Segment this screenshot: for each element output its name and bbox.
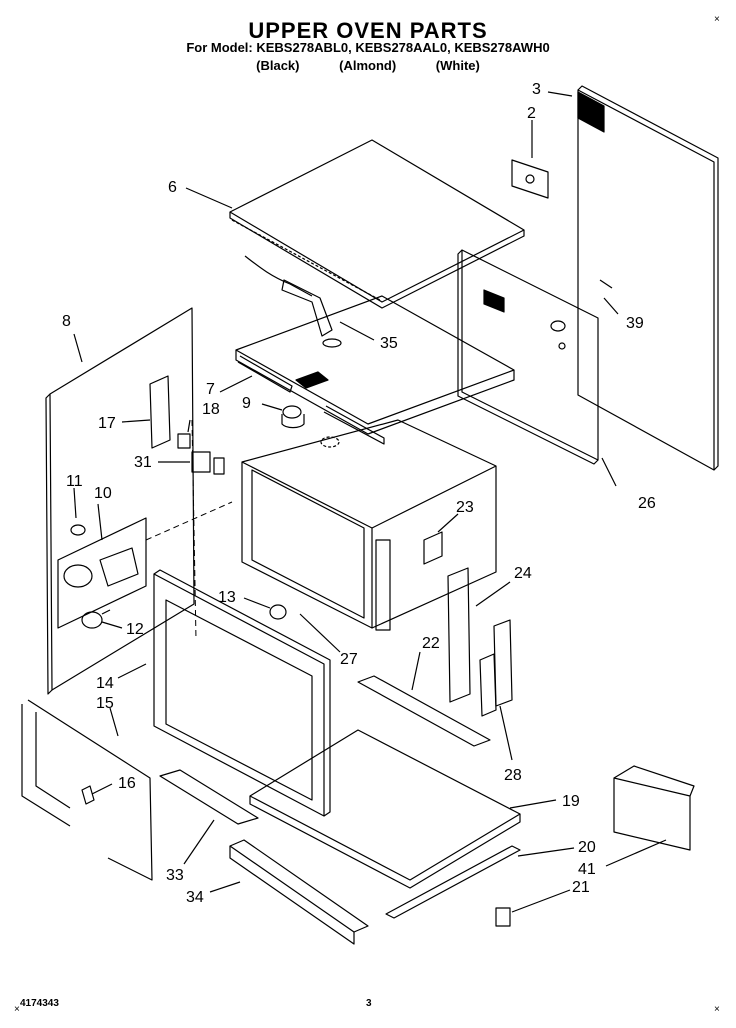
part-bottom-panel[interactable] [249,729,521,889]
page-title: UPPER OVEN PARTS [248,18,488,43]
part-nut-11[interactable] [70,524,86,536]
part-light-assembly[interactable] [57,517,147,629]
leader-lines [73,91,667,913]
part-kick-plate[interactable] [229,839,369,945]
callout-12: 12 [126,621,144,638]
part-bracket-17[interactable] [149,375,171,449]
part-vent[interactable] [159,769,259,825]
callout-35: 35 [380,335,398,352]
svg-text:×: × [714,14,720,25]
callout-31: 31 [134,454,152,471]
document-number: 4174343 [20,998,59,1009]
part-strip[interactable] [385,845,521,919]
part-hinge-bracket[interactable] [447,567,471,703]
part-left-wrapper[interactable] [45,307,195,695]
callout-39: 39 [626,315,644,332]
part-front-frame[interactable] [153,569,331,817]
callout-10: 10 [94,485,112,502]
callout-22: 22 [422,635,440,652]
part-plate-23[interactable] [423,531,443,565]
callout-15: 15 [96,695,114,712]
svg-text:×: × [714,1004,720,1015]
part-gasket[interactable] [21,699,153,881]
color-white: (White) [435,58,480,73]
callout-18: 18 [202,401,220,418]
callout-3: 3 [532,81,541,98]
part-rail[interactable] [357,675,491,747]
callout-16: 16 [118,775,136,792]
part-knob-13[interactable] [269,604,287,620]
color-black: (Black) [256,58,300,73]
callout-11: 11 [66,473,83,490]
part-hinge[interactable] [479,619,513,717]
callout-23: 23 [456,499,474,516]
part-switch-31[interactable] [191,451,225,475]
callout-8: 8 [62,313,71,330]
callout-24: 24 [514,565,532,582]
part-sensor-probe[interactable] [244,255,342,348]
part-oven-cavity[interactable] [241,419,497,631]
part-side-panel[interactable] [457,249,599,465]
callout-20: 20 [578,839,596,856]
callout-33: 33 [166,867,184,884]
callout-9: 9 [242,395,251,412]
part-knob-9[interactable] [281,405,340,448]
callout-21: 21 [572,879,590,896]
callout-28: 28 [504,767,522,784]
part-upper-plate[interactable] [235,295,515,445]
callout-14: 14 [96,675,114,692]
part-bulb-12[interactable] [81,609,111,629]
model-list: For Model: KEBS278ABL0, KEBS278AAL0, KEB… [186,40,550,55]
callout-17: 17 [98,415,116,432]
part-top-cover[interactable] [229,139,525,309]
callout-2: 2 [527,105,536,122]
part-bracket-2[interactable] [511,159,549,199]
callout-26: 26 [638,495,656,512]
callout-27: 27 [340,651,358,668]
callout-41: 41 [578,861,596,878]
callout-19: 19 [562,793,580,810]
color-almond: (Almond) [339,58,397,73]
color-list: (Black) (Almond) (White) [0,58,736,73]
part-end-bracket[interactable] [613,765,695,851]
part-clip-16[interactable] [81,785,95,805]
callout-6: 6 [168,179,177,196]
callout-34: 34 [186,889,204,906]
part-clip-18[interactable] [177,433,191,449]
callout-7: 7 [206,381,215,398]
callout-13: 13 [218,589,236,606]
corner-marks: × × × [14,14,720,1015]
page-number: 3 [366,998,372,1009]
part-bracket-21[interactable] [495,907,511,927]
part-rear-panel[interactable] [577,85,719,471]
svg-text:×: × [14,1004,20,1015]
